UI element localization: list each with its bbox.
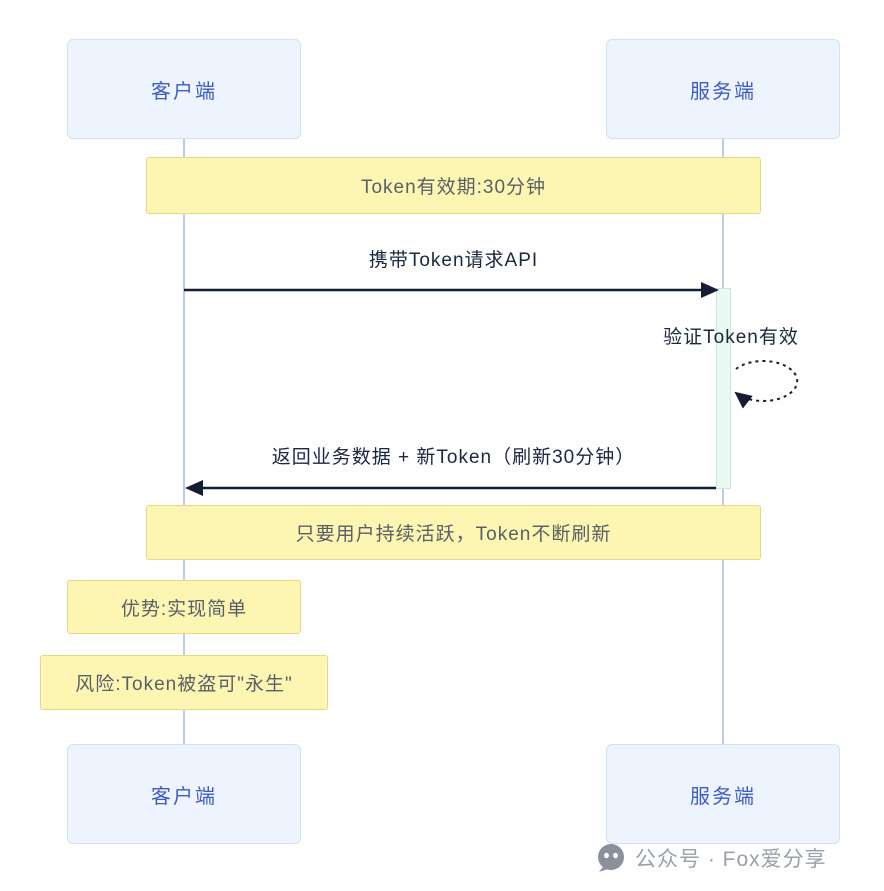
note-token-validity: Token有效期:30分钟 [146, 157, 761, 214]
actor-server-bottom-label: 服务端 [690, 785, 756, 808]
server-activation-bar [716, 288, 731, 489]
actor-server-top-label: 服务端 [690, 80, 756, 103]
client-lifeline [183, 139, 185, 744]
note-refresh-label: 只要用户持续活跃，Token不断刷新 [295, 524, 612, 545]
note-token-validity-label: Token有效期:30分钟 [360, 177, 547, 198]
actor-client-bottom-label: 客户端 [151, 785, 217, 808]
actor-server-bottom: 服务端 [606, 744, 840, 844]
wechat-official-account-icon [598, 844, 624, 872]
watermark-text: 公众号 · Fox爱分享 [635, 848, 827, 871]
actor-client-top: 客户端 [67, 39, 301, 139]
verify-self-loop [734, 360, 799, 409]
watermark: 公众号 · Fox爱分享 [596, 843, 827, 873]
note-advantage-label: 优势:实现简单 [120, 598, 248, 620]
actor-client-top-label: 客户端 [151, 80, 217, 103]
note-risk-label: 风险:Token被盗可"永生" [75, 674, 293, 695]
note-advantage: 优势:实现简单 [67, 580, 301, 634]
message-response-label: 返回业务数据 + 新Token（刷新30分钟） [271, 447, 636, 468]
message-verify-label: 验证Token有效 [663, 327, 799, 348]
actor-server-top: 服务端 [606, 39, 840, 139]
note-refresh: 只要用户持续活跃，Token不断刷新 [146, 505, 761, 560]
message-request-label: 携带Token请求API [368, 250, 539, 271]
response-arrowhead-icon [185, 480, 203, 496]
note-risk: 风险:Token被盗可"永生" [40, 655, 328, 710]
actor-client-bottom: 客户端 [67, 744, 301, 844]
